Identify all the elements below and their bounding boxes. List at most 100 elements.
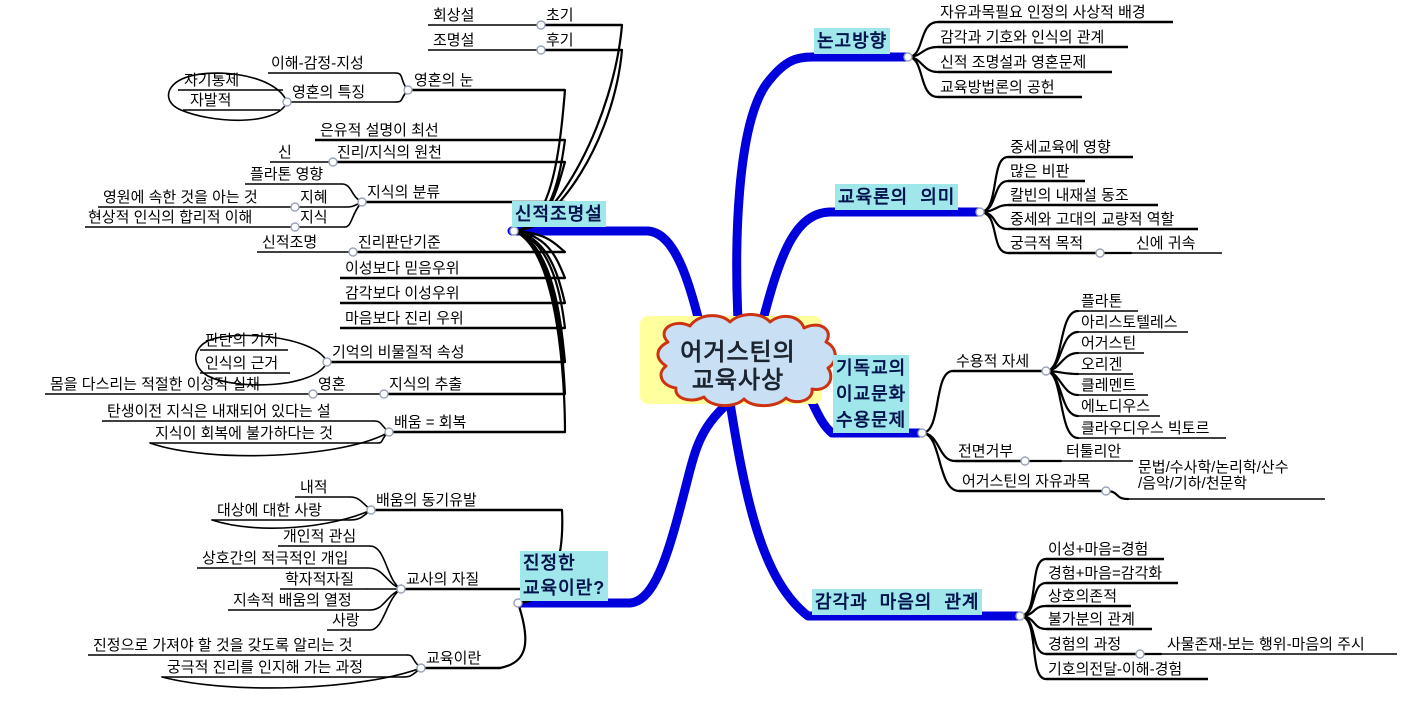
map-node-3-2[interactable]: 상호의존적 [1048,588,1118,605]
fold-handle[interactable] [1020,456,1030,466]
map-node-0-1[interactable]: 감각과 기호와 인식의 관계 [940,29,1105,46]
map-node-2-2[interactable]: 어거스틴의 자유과목 [962,473,1091,490]
fold-handle[interactable] [917,428,927,438]
branch-label-2[interactable]: 기독교의 이교문화 수용문제 [833,355,910,433]
map-node-4-8[interactable]: 감각보다 이성우위 [345,285,460,302]
map-node-5-1[interactable]: 교사의 자질 [406,571,480,588]
map-node-5-0-0[interactable]: 내적 [300,479,328,496]
map-node-5-1-3[interactable]: 지속적 배움의 열정 [233,592,352,609]
map-node-0-3[interactable]: 교육방법론의 공헌 [940,79,1055,96]
map-node-3-5[interactable]: 기호의전달-이해-경험 [1048,661,1183,678]
branch-label-0[interactable]: 논고방향 [814,28,891,54]
fold-handle[interactable] [308,389,318,399]
map-node-4-5[interactable]: 지식의 분류 [367,184,441,201]
fold-handle[interactable] [384,427,394,437]
fold-handle[interactable] [509,226,519,236]
map-node-4-3[interactable]: 은유적 설명이 최선 [320,122,439,139]
fold-handle[interactable] [536,20,546,30]
map-node-2-0-1[interactable]: 아리스토텔레스 [1081,314,1178,331]
map-node-2-0-3[interactable]: 오리겐 [1081,356,1123,373]
map-node-4-2-1-1[interactable]: 자발적 [190,92,232,109]
map-node-4-12[interactable]: 배움 = 회복 [394,414,467,431]
map-node-4-2-0[interactable]: 이해-감정-지성 [271,55,364,72]
map-node-2-0-6[interactable]: 클라우디우스 빅토르 [1081,420,1210,437]
map-node-4-5-2[interactable]: 지식 [300,209,328,226]
map-node-4-10-1[interactable]: 인식의 근거 [205,355,279,372]
map-node-4-2-1[interactable]: 영혼의 특징 [292,84,366,101]
map-node-1-1[interactable]: 많은 비판 [1010,163,1070,180]
map-node-3-1[interactable]: 경험+마음=감각화 [1048,565,1163,582]
map-node-3-4[interactable]: 경험의 과정 [1048,636,1122,653]
map-node-2-0-4[interactable]: 클레멘트 [1081,377,1137,394]
map-node-1-0[interactable]: 중세교육에 영향 [1010,139,1111,156]
map-node-4-5-1[interactable]: 지혜 [300,189,328,206]
map-node-0-2[interactable]: 신적 조명설과 영혼문제 [940,54,1087,71]
map-node-5-0[interactable]: 배움의 동기유발 [376,492,477,509]
map-node-1-4-0[interactable]: 신에 귀속 [1136,235,1196,252]
fold-handle[interactable] [290,202,300,212]
map-node-4-9[interactable]: 마음보다 진리 우위 [345,310,464,327]
map-node-5-1-0[interactable]: 개인적 관심 [283,528,357,545]
map-node-4-1[interactable]: 후기 [546,32,574,49]
map-node-4-11-0[interactable]: 영혼 [318,376,346,393]
map-node-3-0[interactable]: 이성+마음=경험 [1048,541,1149,558]
fold-handle[interactable] [1095,248,1105,258]
branch-label-5[interactable]: 진정한 교육이란? [520,551,609,601]
fold-handle[interactable] [975,207,985,217]
map-node-5-2[interactable]: 교육이란 [426,650,482,667]
fold-handle[interactable] [322,357,332,367]
map-node-5-2-1[interactable]: 궁극적 진리를 인지해 가는 과정 [167,659,364,676]
fold-handle[interactable] [513,598,523,608]
fold-handle[interactable] [328,157,338,167]
fold-handle[interactable] [1015,611,1025,621]
map-node-0-0[interactable]: 자유과목필요 인정의 사상적 배경 [940,4,1146,21]
fold-handle[interactable] [403,85,413,95]
map-node-4-12-0[interactable]: 탄생이전 지식은 내재되어 있다는 설 [107,403,331,420]
map-node-4-11[interactable]: 지식의 추출 [389,376,463,393]
fold-handle[interactable] [348,247,358,257]
map-node-1-2[interactable]: 칼빈의 내재설 동조 [1010,187,1129,204]
map-node-2-0-5[interactable]: 에노디우스 [1081,398,1151,415]
map-node-4-12-1[interactable]: 지식이 회복에 불가하다는 것 [155,425,334,442]
map-node-4-2-1-0[interactable]: 자기통제 [184,72,240,89]
map-node-4-0-0[interactable]: 회상설 [433,7,475,24]
fold-handle[interactable] [282,97,292,107]
fold-handle[interactable] [379,389,389,399]
map-node-4-11-0-0[interactable]: 몸을 다스리는 적절한 이성적 실채 [50,376,260,393]
branch-label-4[interactable]: 신적조명설 [512,201,606,227]
fold-handle[interactable] [396,584,406,594]
map-node-5-0-1[interactable]: 대상에 대한 사랑 [217,502,322,519]
map-node-4-4[interactable]: 진리/지식의 원천 [337,144,442,161]
fold-handle[interactable] [536,45,546,55]
fold-handle[interactable] [1135,649,1145,659]
map-node-3-4-0[interactable]: 사물존재-보는 행위-마음의 주시 [1167,636,1365,653]
fold-handle[interactable] [903,52,913,62]
map-node-4-1-0[interactable]: 조명설 [433,32,475,49]
map-node-5-1-4[interactable]: 사랑 [332,612,360,629]
fold-handle[interactable] [357,197,367,207]
map-node-4-5-2-0[interactable]: 현상적 인식의 합리적 이해 [88,209,253,226]
branch-label-1[interactable]: 교육론의 의미 [835,184,959,210]
map-node-4-5-0[interactable]: 플라톤 영향 [250,166,324,183]
map-node-3-3[interactable]: 불가분의 관계 [1048,611,1135,628]
fold-handle[interactable] [366,505,376,515]
fold-handle[interactable] [1041,366,1051,376]
map-node-2-0-2[interactable]: 어거스틴 [1081,335,1137,352]
fold-handle[interactable] [290,222,300,232]
fold-handle[interactable] [1101,486,1111,496]
map-node-4-5-1-0[interactable]: 영원에 속한 것을 아는 것 [103,189,258,206]
map-node-2-0-0[interactable]: 플라톤 [1081,293,1123,310]
map-node-4-7[interactable]: 이성보다 믿음우위 [345,260,460,277]
map-node-4-10[interactable]: 기억의 비물질적 속성 [332,344,465,361]
center-topic[interactable]: 어거스틴의 교육사상 [680,339,796,394]
map-node-4-4-0[interactable]: 신 [278,144,292,161]
map-node-5-1-2[interactable]: 학자적자질 [285,571,355,588]
branch-label-3[interactable]: 감각과 마음의 관계 [812,589,983,615]
fold-handle[interactable] [416,663,426,673]
map-node-2-2-0[interactable]: 문법/수사학/논리학/산수 /음악/기하/천문학 [1138,459,1289,492]
map-node-4-2[interactable]: 영혼의 눈 [414,72,474,89]
map-node-1-3[interactable]: 중세와 고대의 교량적 역할 [1010,211,1175,228]
map-node-2-1-0[interactable]: 터툴리안 [1066,443,1122,460]
map-node-4-6-0[interactable]: 신적조명 [262,234,318,251]
map-node-5-1-1[interactable]: 상호간의 적극적인 개입 [202,550,349,567]
